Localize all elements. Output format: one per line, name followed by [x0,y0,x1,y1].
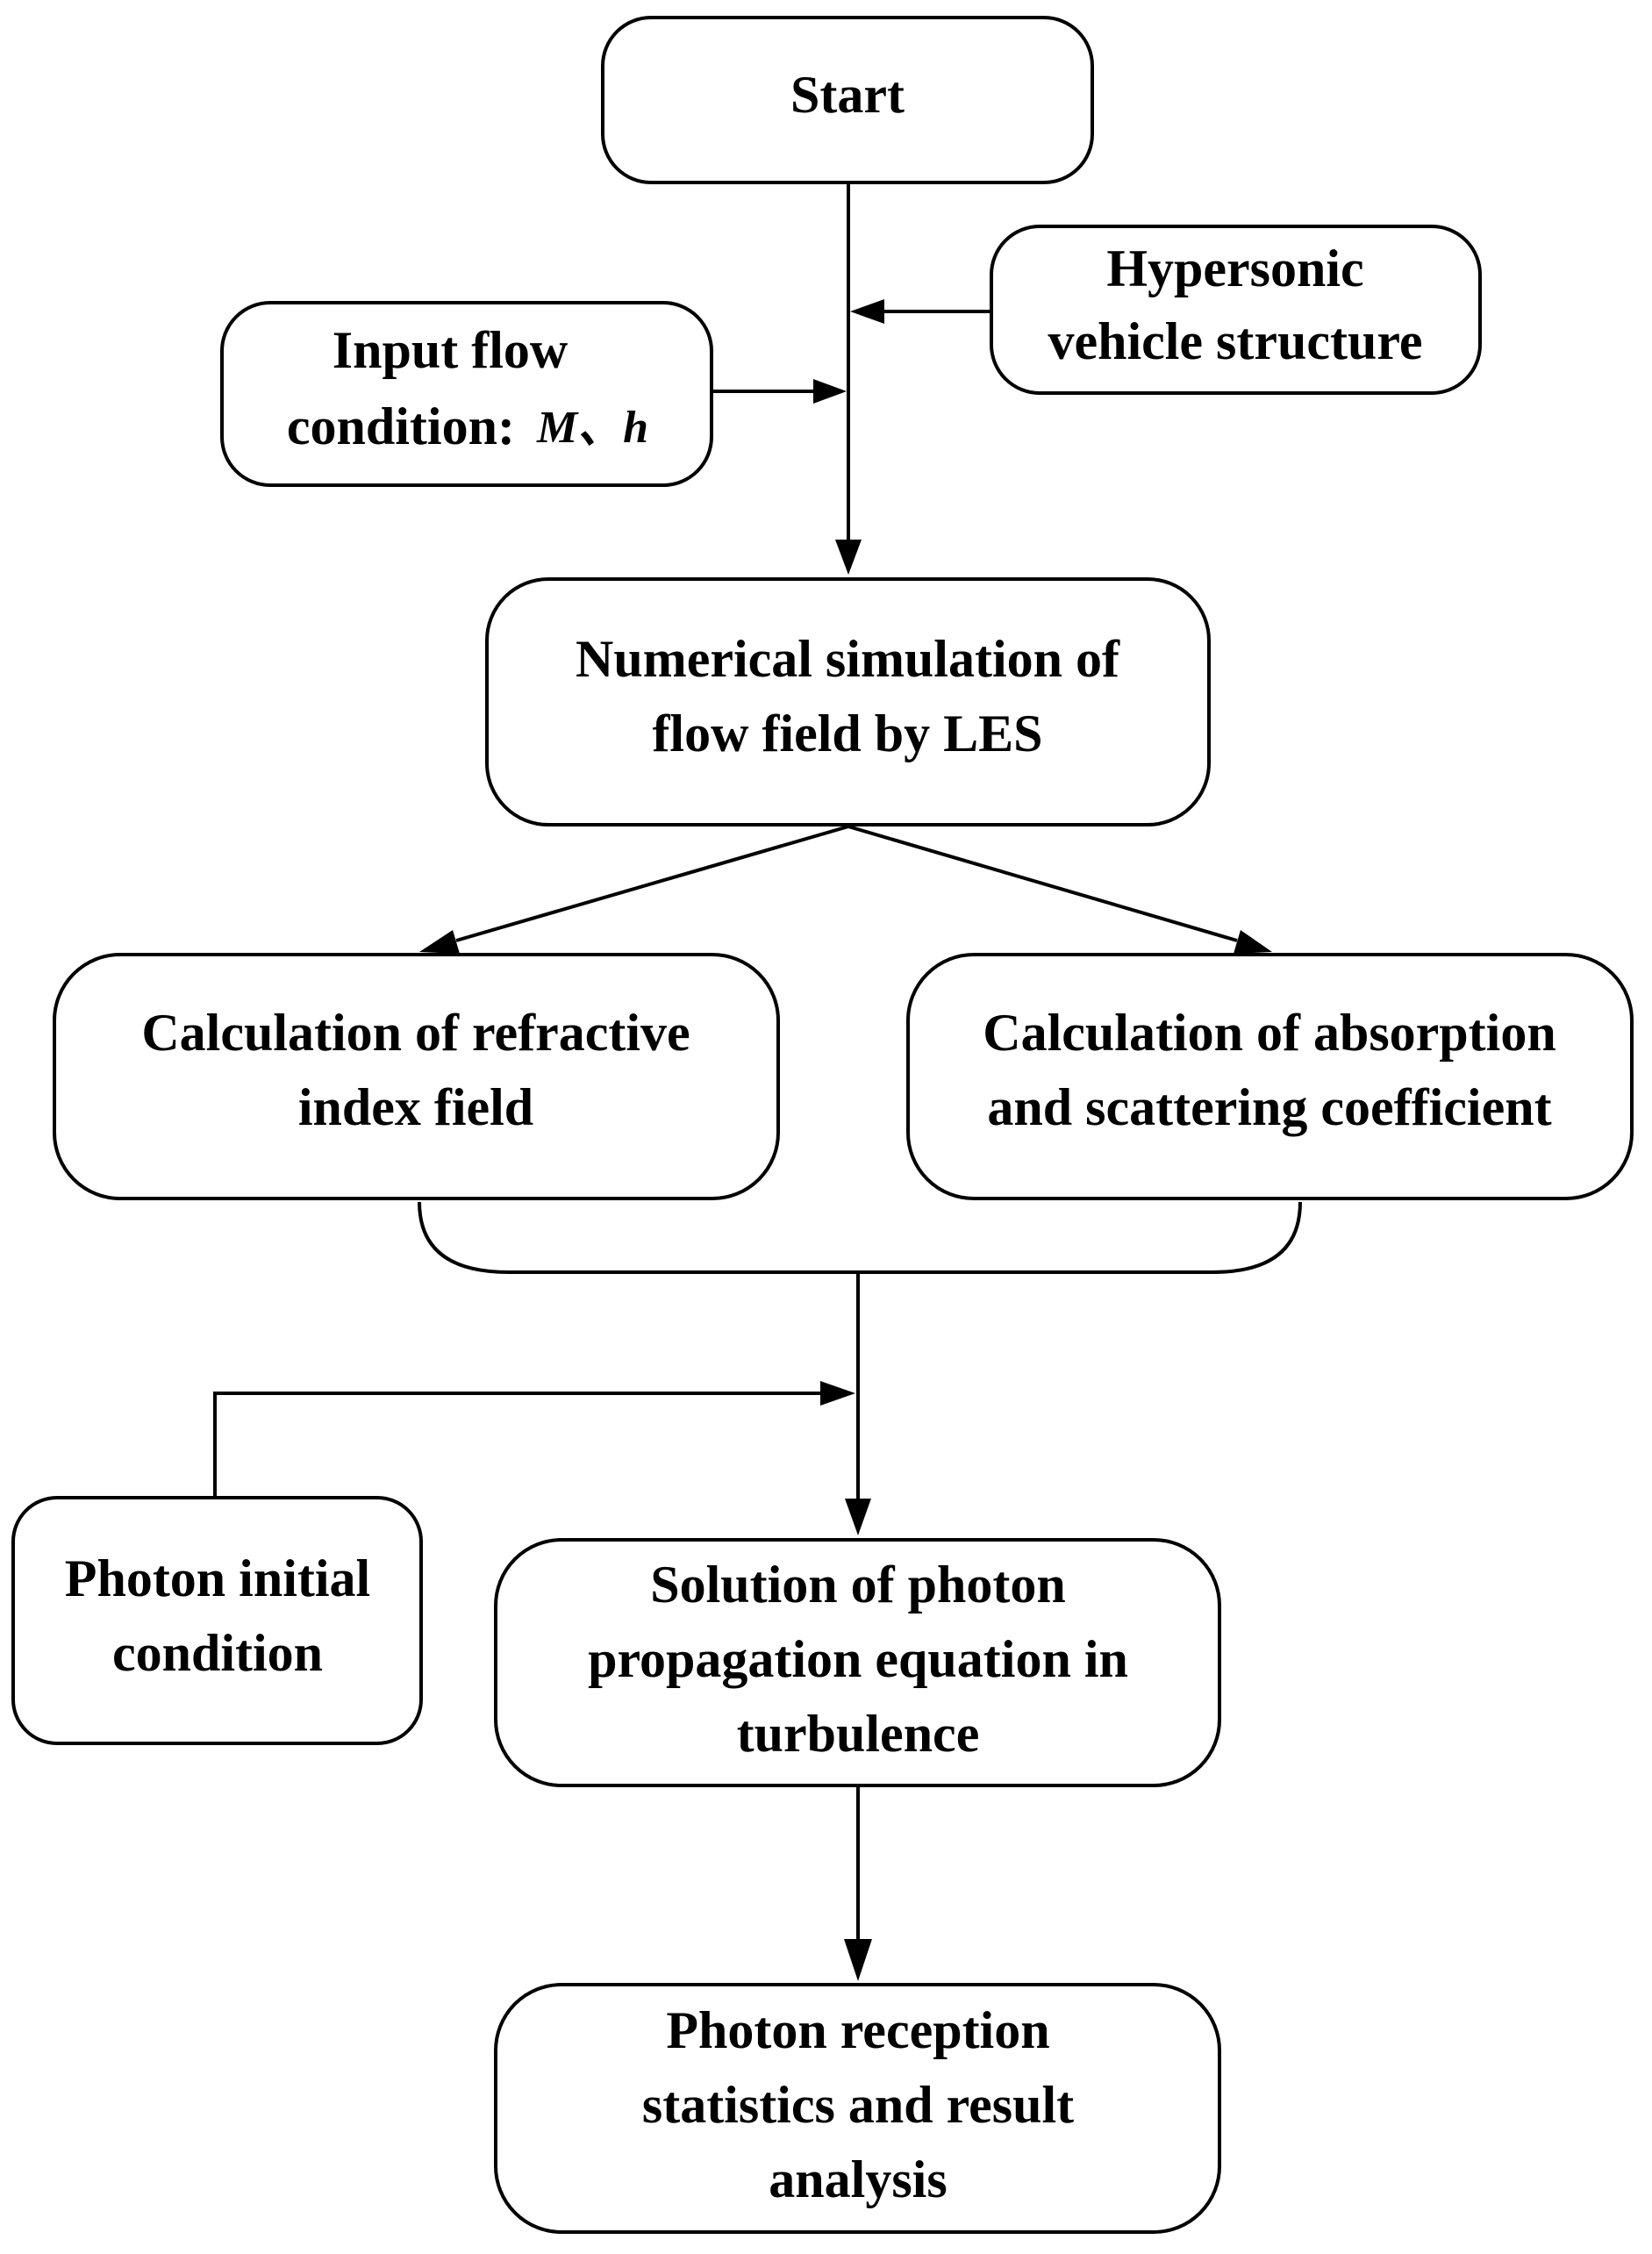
node-absorption-line-1: Calculation of absorption [983,1004,1555,1062]
arrow-head-input [813,379,847,404]
node-start: Start [601,16,1094,184]
node-reception-line-1: Photon reception [666,2001,1049,2059]
node-hypersonic: Hypersonic vehicle structure [990,225,1482,395]
node-solution-line-1: Solution of photon [650,1556,1066,1614]
node-input-flow-line-1: Input flow [333,321,569,379]
node-reception-line-2: statistics and result [642,2076,1074,2134]
arrow-head-hypersonic [850,299,884,324]
node-les-line-1: Numerical simulation of [576,630,1120,688]
node-hypersonic-line-1: Hypersonic [1106,240,1363,297]
node-solution: Solution of photon propagation equation … [494,1538,1221,1787]
node-absorption: Calculation of absorption and scattering… [906,953,1634,1200]
arrow-head-photon-initial [820,1381,855,1406]
les-to-refractive-line [455,825,849,942]
node-photon-initial: Photon initial condition [11,1496,423,1745]
node-input-flow-line-2: condition: M、h [287,397,648,455]
arrow-head-absorption [1234,930,1272,954]
arrow-head-refractive [419,930,460,954]
photon-initial-to-trunk-line [213,1392,820,1496]
node-absorption-line-2: and scattering coefficient [987,1078,1551,1136]
node-refractive: Calculation of refractive index field [53,953,780,1200]
node-refractive-line-1: Calculation of refractive [141,1004,690,1062]
node-start-label: Start [790,66,905,124]
node-hypersonic-line-2: vehicle structure [1048,312,1422,370]
node-reception: Photon reception statistics and result a… [494,1983,1221,2234]
node-solution-line-3: turbulence [737,1705,980,1763]
node-les-line-2: flow field by LES [652,705,1042,762]
node-les: Numerical simulation of flow field by LE… [485,577,1211,826]
node-input-flow: Input flow condition: M、h [220,301,713,487]
merge-bracket [418,1201,1302,1274]
arrow-head-reception [844,1939,872,1981]
connectors [213,184,1302,1981]
arrow-head-solution [845,1499,871,1535]
les-to-absorption-line [847,825,1238,942]
node-input-flow-prefix: condition: [287,397,528,455]
node-solution-line-2: propagation equation in [588,1630,1128,1688]
arrow-head-to-les [835,540,862,575]
node-reception-line-3: analysis [769,2150,947,2208]
node-photon-initial-line-1: Photon initial [65,1549,370,1607]
node-photon-initial-line-2: condition [112,1624,323,1682]
node-input-flow-vars: M、h [536,403,648,453]
node-refractive-line-2: index field [298,1078,533,1136]
